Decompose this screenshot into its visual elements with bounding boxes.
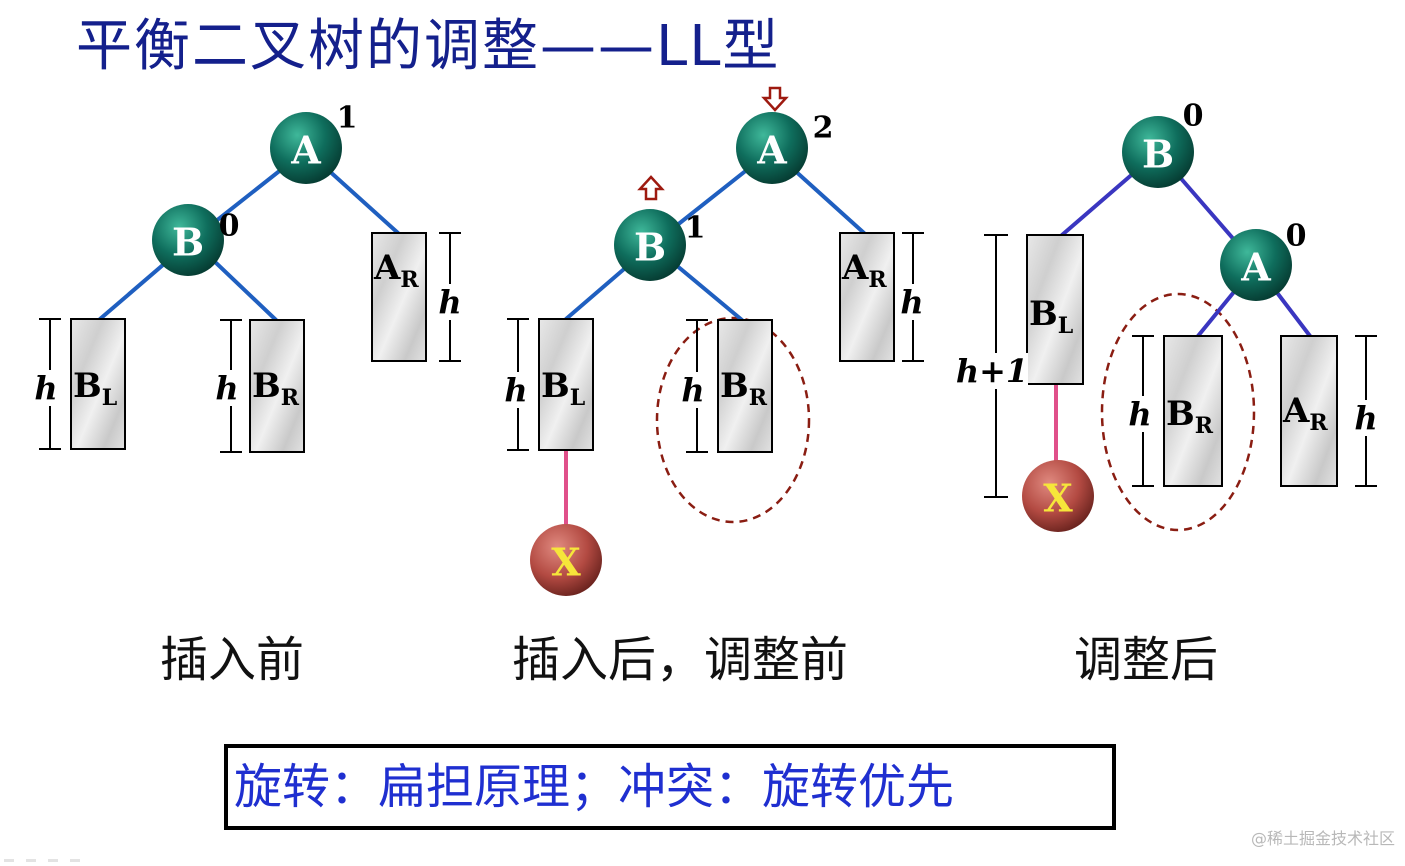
p1-node-a-label: A (290, 128, 321, 173)
p3-subtree-bl-box (1026, 234, 1084, 385)
p3-node-a-label: A (1240, 245, 1271, 290)
p1-dim-bl-label-bg (32, 370, 60, 406)
p2-node-a-label: A (756, 128, 787, 173)
p2-dim-ar-label-bg (898, 284, 926, 320)
p3-subtree-br-label: BR (1166, 394, 1214, 439)
p1-subtree-br-label: BR (252, 366, 300, 411)
p2-dim-ar: h (898, 232, 926, 362)
p2-dim-bl-label: h (504, 371, 527, 409)
p3-node-b-label: B (1142, 132, 1174, 177)
caption-before: 插入前 (160, 632, 305, 688)
p2-node-x: X (530, 524, 602, 596)
p2-node-x-circle (530, 524, 602, 596)
p2-subtree-ar-label: AR (841, 248, 887, 293)
p2-subtree-bl: BL (538, 318, 594, 451)
rule-box: 旋转：扁担原理；冲突：旋转优先 (224, 744, 1116, 830)
p2-node-a: A (736, 112, 808, 184)
p2-subtree-br-label: BR (720, 366, 768, 411)
p1-bf-a: 1 (337, 101, 358, 136)
p2-subtree-bl-label: BL (541, 366, 585, 411)
p2-subtree-br: BR (717, 319, 773, 453)
p2-subtree-ar-box (839, 232, 895, 362)
p2-node-x-label: X (551, 540, 581, 585)
p3-subtree-bl: BL (1026, 234, 1084, 385)
p3-node-b-circle (1122, 116, 1194, 188)
p2-subtree-br-box (717, 319, 773, 453)
p1-dim-ar: h (436, 232, 464, 362)
rule-text: 旋转：扁担原理；冲突：旋转优先 (234, 759, 955, 815)
p1-node-a: A (270, 112, 342, 184)
p1-subtree-ar: AR (371, 232, 427, 362)
p3-subtree-ar-label: AR (1282, 391, 1328, 436)
p1-dim-ar-label-bg (436, 284, 464, 320)
p2-dim-ar-label: h (900, 283, 923, 321)
p1-dim-br-label-bg (213, 370, 241, 406)
p3-node-x-label: X (1043, 476, 1073, 521)
p2-dim-br-label-bg (679, 372, 707, 408)
p1-node-b: B (152, 204, 224, 276)
p1-dim-br: h (213, 319, 242, 453)
p2-dim-bl-label-bg (502, 372, 530, 408)
p3-node-a: A (1220, 229, 1292, 301)
p1-bf-b: 0 (219, 209, 240, 244)
p1-dim-ar-label: h (438, 283, 461, 321)
p1-node-b-label: B (172, 220, 204, 265)
p1-subtree-ar-label: AR (373, 248, 419, 293)
p2-bf-a: 2 (813, 111, 834, 146)
p3-node-x-circle (1022, 460, 1094, 532)
p3-br-highlight-ellipse (1100, 292, 1256, 532)
p3-subtree-ar: AR (1280, 335, 1338, 487)
p1-subtree-bl-label: BL (73, 366, 117, 411)
p3-node-b: B (1122, 116, 1194, 188)
caption-after-insert: 插入后，调整前 (512, 632, 849, 688)
p2-subtree-bl-box (538, 318, 594, 451)
p2-dim-br-label: h (681, 371, 704, 409)
p3-subtree-br: BR (1163, 335, 1223, 487)
p3-dim-ar: h (1352, 335, 1380, 487)
p3-dim-bl-label: h+1 (956, 352, 1028, 390)
p1-subtree-br-box (249, 319, 305, 453)
caption-after-adjust: 调整后 (1074, 632, 1219, 688)
p1-subtree-bl-box (70, 318, 126, 450)
p3-subtree-ar-box (1280, 335, 1338, 487)
p2-node-b: B (614, 209, 686, 281)
p1-subtree-ar-box (371, 232, 427, 362)
p1-dim-bl-label: h (34, 369, 57, 407)
p2-node-b-label: B (634, 225, 666, 270)
p2-dim-bl: h (502, 318, 530, 451)
p3-bf-b: 0 (1183, 99, 1204, 134)
p3-dim-br-label: h (1128, 395, 1151, 433)
p3-node-a-circle (1220, 229, 1292, 301)
p1-subtree-bl: BL (70, 318, 126, 450)
p3-bf-a: 0 (1286, 219, 1307, 254)
p2-node-a-circle (736, 112, 808, 184)
p2-br-highlight-ellipse (655, 316, 811, 524)
p1-dim-bl: h (32, 318, 61, 450)
p3-subtree-br-box (1163, 335, 1223, 487)
p1-node-b-circle (152, 204, 224, 276)
p3-dim-bl-label-bg (956, 353, 1028, 389)
p3-dim-bl: h+1 (956, 234, 1028, 498)
p2-subtree-ar: AR (839, 232, 895, 362)
p2-marker-up-icon (637, 175, 665, 201)
p1-node-a-circle (270, 112, 342, 184)
p2-node-b-circle (614, 209, 686, 281)
watermark: @稀土掘金技术社区 (1250, 829, 1395, 848)
p2-dim-br: h (679, 319, 708, 453)
p2-marker-down-icon (761, 86, 789, 112)
p3-dim-br-label-bg (1126, 396, 1154, 432)
p2-bf-b: 1 (685, 211, 706, 246)
p3-node-x: X (1022, 460, 1094, 532)
p3-dim-ar-label: h (1354, 399, 1377, 437)
p1-subtree-br: BR (249, 319, 305, 453)
p1-dim-br-label: h (215, 369, 238, 407)
p3-dim-ar-label-bg (1352, 400, 1380, 436)
slide-toolbar-ghost (4, 847, 114, 862)
page-title: 平衡二叉树的调整——LL型 (76, 14, 781, 79)
p3-dim-br: h (1126, 335, 1154, 487)
p3-subtree-bl-label: BL (1029, 294, 1073, 339)
